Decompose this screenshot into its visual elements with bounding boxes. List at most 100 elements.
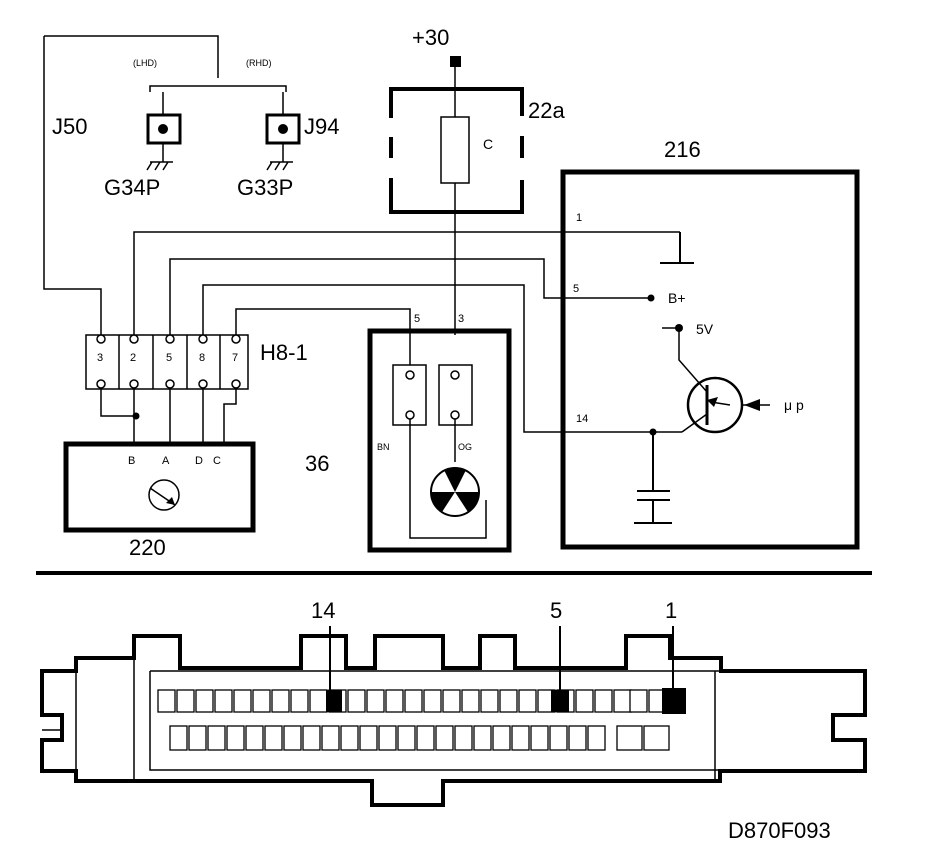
pin-1-highlight	[662, 688, 686, 714]
ground-points: (LHD) (RHD) J50 G34P J94 G33P	[43, 35, 339, 335]
ecu-connector-face: 14 5 1	[40, 598, 867, 807]
sensor-icon	[148, 479, 180, 511]
component-36-label: 36	[305, 451, 329, 476]
ground-icon	[266, 143, 293, 171]
component-36: 5 3 BN OG 36	[305, 313, 512, 553]
component-36-pin-right: 3	[458, 313, 464, 325]
connector-pin-cell	[442, 689, 461, 713]
fuse-symbol	[440, 116, 470, 184]
connector-j94-label: J94	[304, 114, 339, 139]
connector-pin-cell	[461, 689, 480, 713]
connector-pin-cell	[575, 689, 594, 713]
wire-ecu-pin1	[133, 231, 680, 335]
connector-pin-cell	[359, 725, 378, 751]
connector-pin-cell	[397, 725, 416, 751]
connector-pin-cell	[499, 689, 518, 713]
connector-pin-cell	[188, 725, 207, 751]
component-220-label: 220	[129, 535, 166, 560]
component-36-pin-left: 5	[414, 313, 420, 325]
supply-30: +30	[412, 25, 461, 67]
callout-pin-14: 14	[311, 598, 335, 623]
transistor-symbol	[686, 376, 744, 434]
connector-pin-cell	[264, 725, 283, 751]
ecu-5v: 5V	[696, 321, 714, 337]
connector-pin-cell	[435, 725, 454, 751]
fuse-label: C	[483, 136, 493, 152]
connector-pin-cell	[309, 689, 328, 713]
connector-pin-cell	[207, 725, 226, 751]
connector-pin-cell	[454, 725, 473, 751]
connector-pin-cell	[347, 689, 366, 713]
wire-36-pin5	[235, 308, 411, 365]
pin-5-highlight	[551, 690, 569, 712]
connector-pin-cell	[385, 689, 404, 713]
pin-14-highlight	[326, 690, 342, 712]
connector-j50	[146, 113, 182, 145]
connector-pin-cell	[587, 725, 606, 751]
connector-pin-cell	[169, 725, 188, 751]
connector-pin-cell	[492, 725, 511, 751]
connector-pin-cell	[233, 689, 252, 713]
terminal-label: B	[128, 455, 135, 467]
component-220: B A D C 220	[63, 441, 256, 560]
connector-pin-cell	[594, 689, 613, 713]
wire-ecu-pin14	[202, 284, 682, 433]
connector-pin-cell	[568, 725, 587, 751]
connector-pin-cell	[290, 689, 309, 713]
supply-label: +30	[412, 25, 449, 50]
h8-pin: 2	[130, 352, 136, 364]
connector-pin-cell	[511, 725, 530, 751]
connector-pin-cell	[226, 725, 245, 751]
connector-pin-cell	[423, 689, 442, 713]
wire-color-og: OG	[458, 442, 472, 452]
connector-pin-cell	[629, 689, 648, 713]
connector-pin-cell	[480, 689, 499, 713]
connector-pin-cell	[404, 689, 423, 713]
callout-pin-1: 1	[665, 598, 677, 623]
connector-pin-cell	[340, 725, 359, 751]
connector-pin-cell	[518, 689, 537, 713]
ecu-bplus: B+	[668, 290, 686, 306]
connector-pin-cell	[245, 725, 264, 751]
wire-h8-to-220	[100, 388, 237, 444]
connector-pin-cell	[643, 725, 670, 751]
ground-g33p-label: G33P	[237, 175, 293, 200]
ecu-label: 216	[664, 137, 701, 162]
connector-pin-cell	[549, 725, 568, 751]
ecu-216: 216 1 5 B+ 5V μ p 14	[560, 137, 860, 550]
connector-pin-cell	[613, 689, 632, 713]
connector-h8-1-label: H8-1	[260, 340, 308, 365]
connector-pin-cell	[214, 689, 233, 713]
ecu-pin-1: 1	[576, 212, 582, 224]
ecu-pin-14: 14	[576, 413, 588, 425]
h8-pin: 8	[199, 352, 205, 364]
connector-h8-1: 3 2 5 8 7 H8-1	[85, 334, 308, 390]
ecu-microprocessor: μ p	[784, 397, 804, 413]
connector-pin-cell	[302, 725, 321, 751]
connector-pin-cell	[176, 689, 195, 713]
connector-j50-label: J50	[52, 114, 87, 139]
callout-pin-5: 5	[550, 598, 562, 623]
connector-pin-cell	[530, 725, 549, 751]
connector-pin-cell	[283, 725, 302, 751]
connector-pin-cell	[616, 725, 643, 751]
h8-pin: 3	[97, 352, 103, 364]
connector-pin-cell	[252, 689, 271, 713]
connector-pin-cell	[321, 725, 340, 751]
wire-ecu-pin5	[169, 258, 651, 335]
h8-pin: 7	[232, 352, 238, 364]
connector-pin-cell	[416, 725, 435, 751]
connector-pin-cell	[157, 689, 176, 713]
fuse-box-22a: C 22a	[389, 87, 565, 214]
h8-pin: 5	[166, 352, 172, 364]
terminal-label: C	[213, 455, 221, 467]
figure-code: D870F093	[728, 818, 831, 843]
terminal-label: A	[162, 455, 170, 467]
wire-color-bn: BN	[377, 442, 390, 452]
connector-pin-cell	[378, 725, 397, 751]
connector-pin-cell	[473, 725, 492, 751]
connector-pin-cell	[366, 689, 385, 713]
terminal-label: D	[195, 455, 203, 467]
connector-pin-cell	[195, 689, 214, 713]
